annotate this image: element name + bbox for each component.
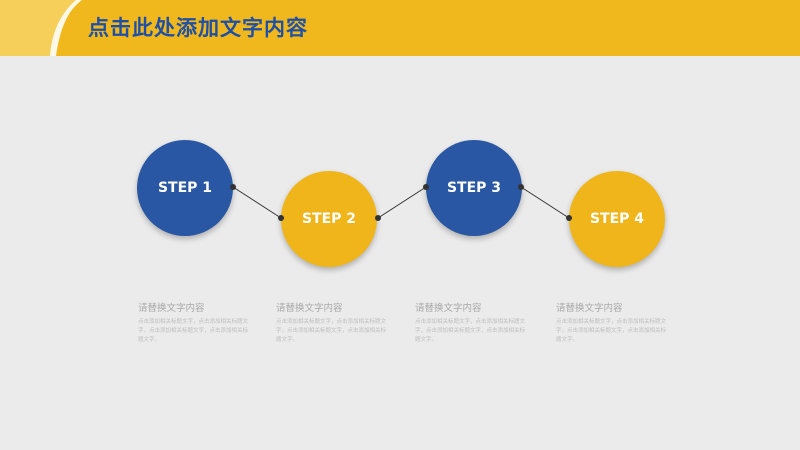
step-3-desc-body[interactable]: 点击添加相关标题文字，点击添加相关标题文字，点击添加相关标题文字，点击添加相关标… xyxy=(415,319,526,343)
step-2-desc-title[interactable]: 请替换文字内容 xyxy=(276,303,343,314)
step-2-circle[interactable]: STEP 2 xyxy=(281,171,377,267)
step-4-desc-body[interactable]: 点击添加相关标题文字，点击添加相关标题文字，点击添加相关标题文字，点击添加相关标… xyxy=(556,319,667,343)
step-1-label: STEP 1 xyxy=(157,180,213,196)
step-4-description: 请替换文字内容 点击添加相关标题文字，点击添加相关标题文字，点击添加相关标题文字… xyxy=(556,300,668,345)
connector-line-3-4 xyxy=(520,186,570,219)
step-1-description: 请替换文字内容 点击添加相关标题文字，点击添加相关标题文字，点击添加相关标题文字… xyxy=(138,300,250,345)
page-title[interactable]: 点击此处添加文字内容 xyxy=(88,16,308,40)
step-4-desc-title[interactable]: 请替换文字内容 xyxy=(556,303,623,314)
connector-line-2-3 xyxy=(377,186,427,219)
connector-dot xyxy=(375,215,381,221)
connector-dot xyxy=(566,215,572,221)
header-swoosh-decoration xyxy=(0,0,82,56)
connector-dot xyxy=(230,184,236,190)
connector-line-1-2 xyxy=(232,186,282,219)
step-3-desc-title[interactable]: 请替换文字内容 xyxy=(415,303,482,314)
step-2-desc-body[interactable]: 点击添加相关标题文字，点击添加相关标题文字，点击添加相关标题文字，点击添加相关标… xyxy=(276,319,387,343)
step-3-label: STEP 3 xyxy=(446,180,502,196)
step-2-label: STEP 2 xyxy=(301,211,357,227)
step-4-label: STEP 4 xyxy=(589,211,645,227)
step-4-circle[interactable]: STEP 4 xyxy=(569,171,665,267)
step-1-circle[interactable]: STEP 1 xyxy=(137,140,233,236)
step-3-description: 请替换文字内容 点击添加相关标题文字，点击添加相关标题文字，点击添加相关标题文字… xyxy=(415,300,527,345)
step-3-circle[interactable]: STEP 3 xyxy=(426,140,522,236)
connector-dot xyxy=(278,215,284,221)
connector-dot xyxy=(423,184,429,190)
connector-dot xyxy=(518,184,524,190)
step-2-description: 请替换文字内容 点击添加相关标题文字，点击添加相关标题文字，点击添加相关标题文字… xyxy=(276,300,388,345)
step-1-desc-body[interactable]: 点击添加相关标题文字，点击添加相关标题文字，点击添加相关标题文字，点击添加相关标… xyxy=(138,319,249,343)
step-1-desc-title[interactable]: 请替换文字内容 xyxy=(138,303,205,314)
header-bar: 点击此处添加文字内容 xyxy=(0,0,800,56)
